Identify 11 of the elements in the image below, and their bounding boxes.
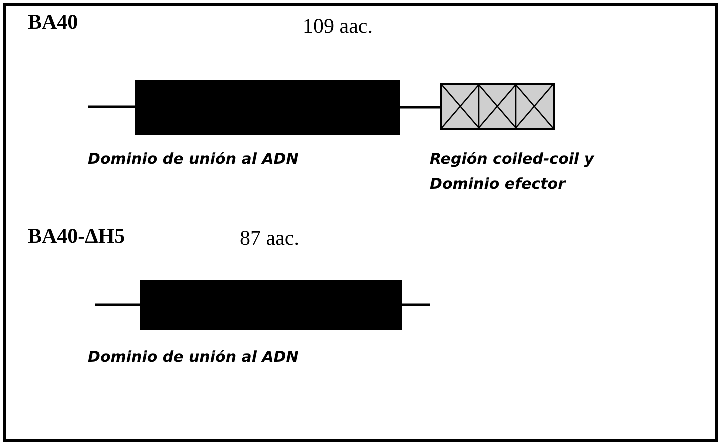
length-label: 87 aac. xyxy=(240,226,300,251)
domain-caption: Dominio de unión al ADN xyxy=(88,149,300,170)
domain-caption: Región coiled-coil y Dominio efector xyxy=(430,149,596,195)
crosshatched-domain-box xyxy=(440,83,555,130)
domain-bar xyxy=(135,80,400,135)
length-label: 109 aac. xyxy=(303,14,373,39)
domain-caption: Dominio de unión al ADN xyxy=(88,347,300,368)
construct-name: BA40-ΔH5 xyxy=(28,224,126,249)
domain-bar xyxy=(140,280,402,330)
backbone-line xyxy=(400,106,440,109)
construct-name: BA40 xyxy=(28,10,78,35)
